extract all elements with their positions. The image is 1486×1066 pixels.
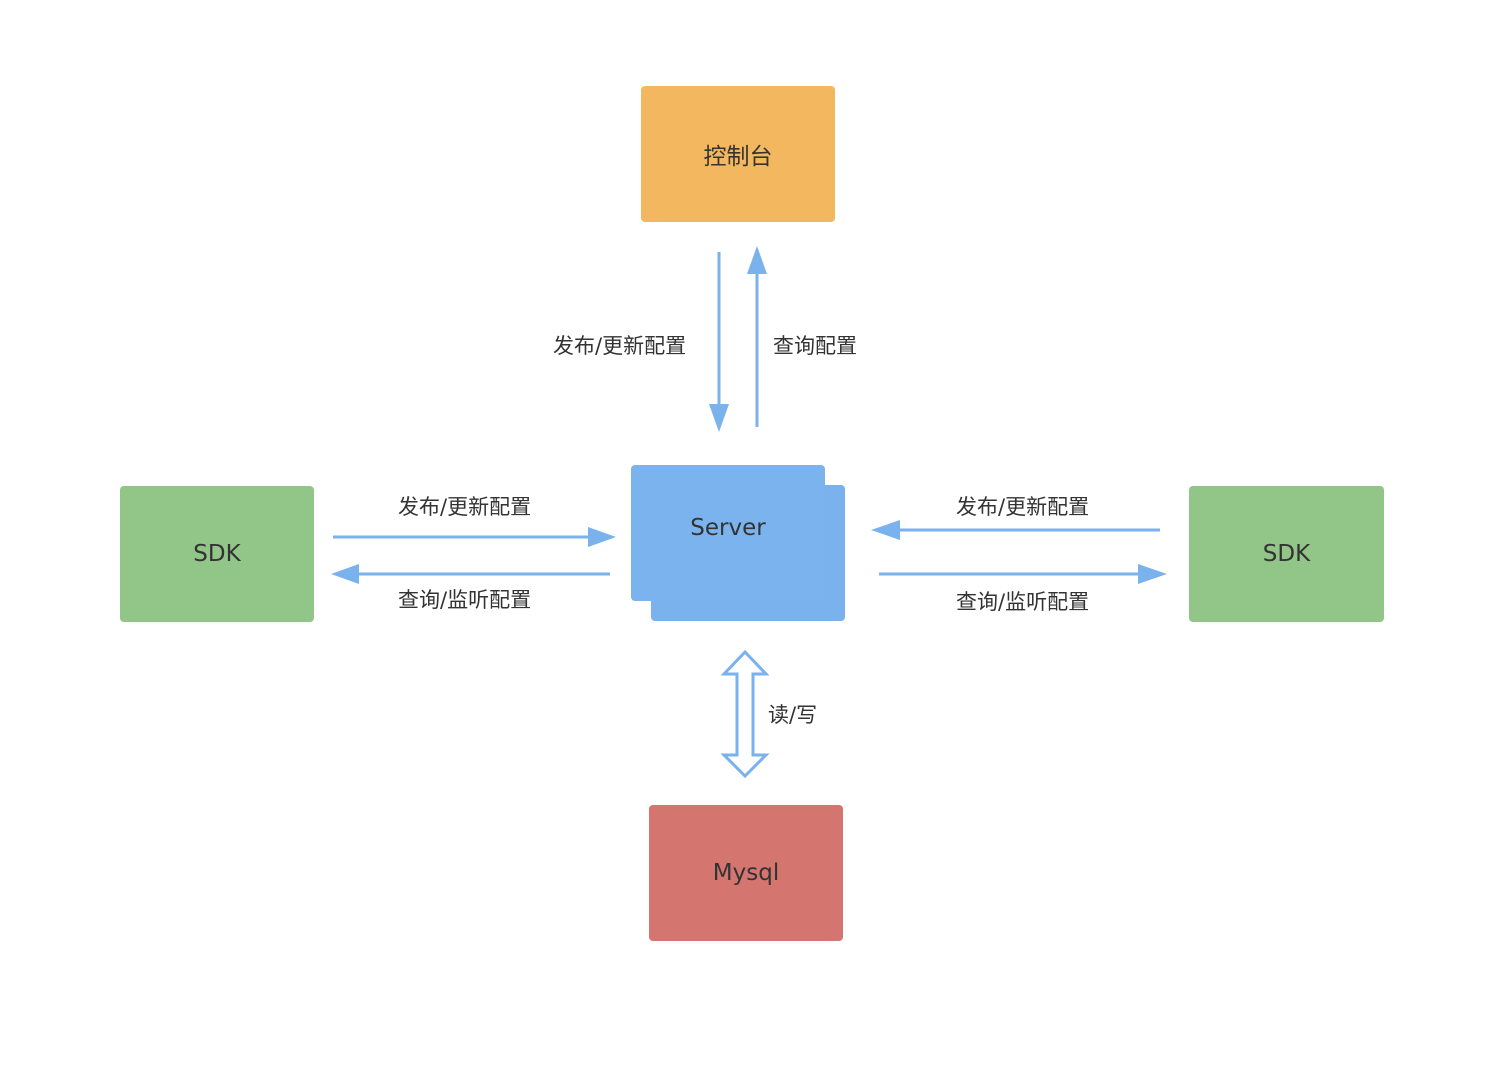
console-node: 控制台 — [641, 86, 835, 222]
mysql-label: Mysql — [712, 860, 780, 886]
sdk-left-node: SDK — [120, 486, 314, 622]
sdk-right-node: SDK — [1189, 486, 1384, 622]
arrow-server-to-console — [747, 246, 767, 427]
label-server-to-left-sdk: 查询/监听配置 — [398, 588, 532, 612]
arrow-server-mysql — [720, 649, 770, 779]
label-console-to-server: 发布/更新配置 — [553, 334, 687, 358]
server-label: Server — [690, 515, 766, 541]
mysql-node: Mysql — [649, 805, 843, 941]
arrow-server-to-left-sdk — [331, 564, 610, 584]
sdk-left-label: SDK — [193, 541, 241, 567]
sdk-right-label: SDK — [1262, 541, 1311, 567]
arrow-console-to-server — [709, 252, 729, 432]
arrow-left-sdk-to-server — [333, 527, 616, 547]
label-server-to-console: 查询配置 — [773, 334, 857, 358]
label-server-to-right-sdk: 查询/监听配置 — [956, 590, 1090, 614]
label-left-sdk-to-server: 发布/更新配置 — [398, 495, 532, 519]
server-node — [631, 465, 825, 601]
label-right-sdk-to-server: 发布/更新配置 — [956, 495, 1090, 519]
arrow-server-to-right-sdk — [879, 564, 1167, 584]
console-label: 控制台 — [703, 144, 773, 170]
arrow-right-sdk-to-server — [871, 520, 1160, 540]
label-server-mysql: 读/写 — [768, 703, 818, 727]
server-label-wrap: Server — [631, 465, 825, 601]
